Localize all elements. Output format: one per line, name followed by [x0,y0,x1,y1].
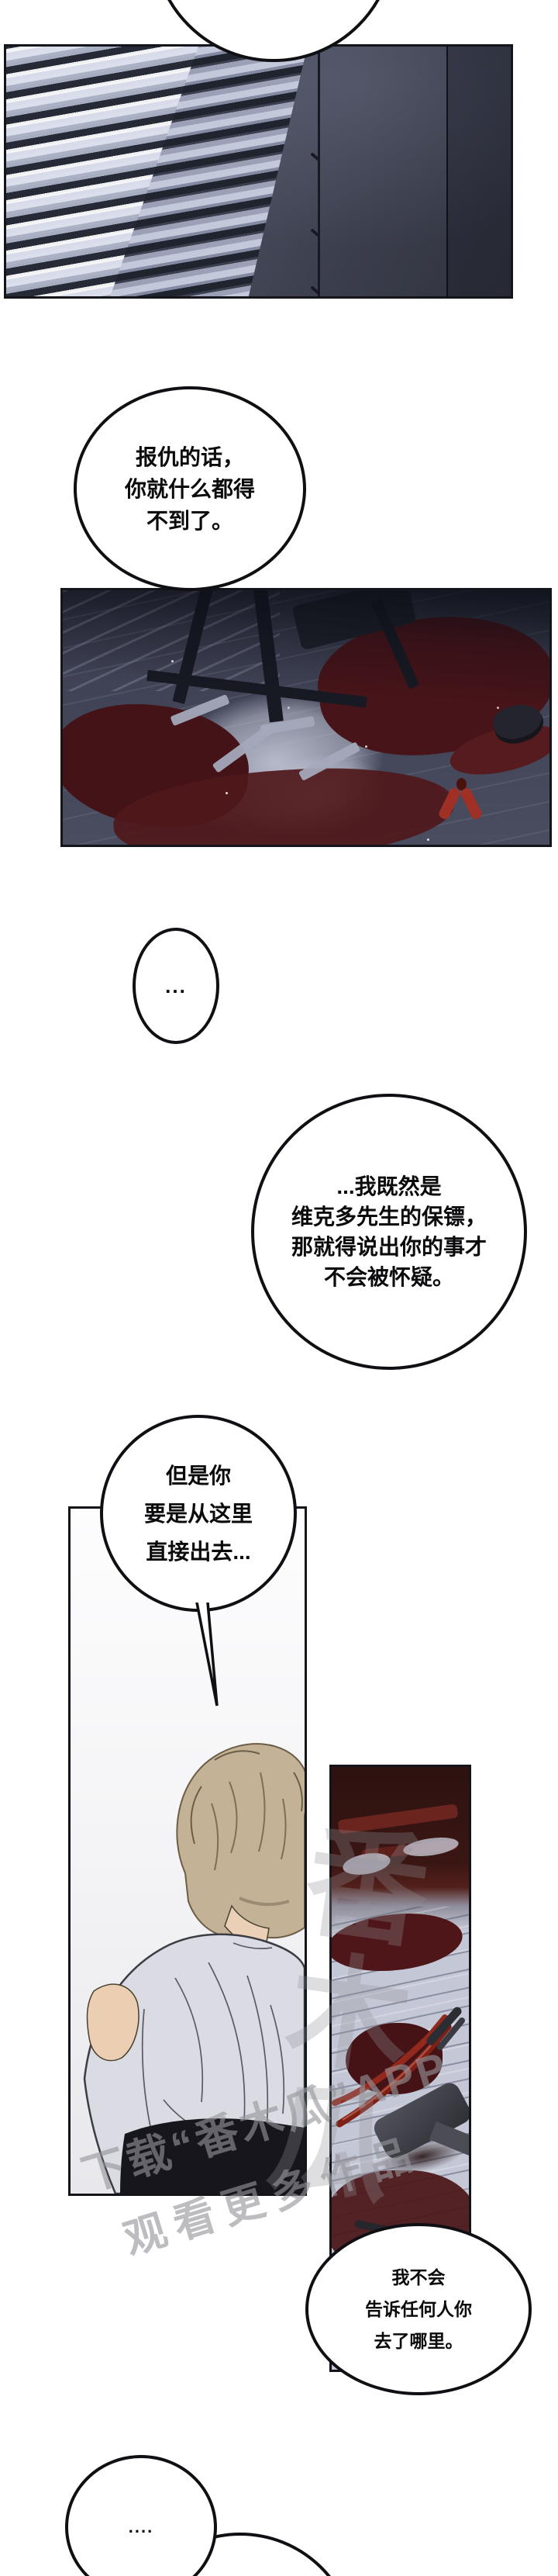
wall-corner-shadow [446,47,511,296]
bubble-line: 直接出去... [146,1539,251,1564]
speech-bubble-ellipsis-bottom: .... [65,2455,217,2576]
red-wire-cutters [332,2007,465,2128]
light-patch [341,1849,392,1879]
shirt-folds [141,1942,285,2143]
bubble-line: 去了哪里。 [374,2330,463,2351]
speech-bubble-but-exit: 但是你 要是从这里 直接出去... [100,1415,297,1612]
bubble-line: 不会被怀疑。 [323,1265,454,1289]
bubble-line: 不到了。 [146,508,233,533]
arm-skin [86,1983,140,2062]
speech-bubble-wont-tell: 我不会 告诉任何人你 去了哪里。 [305,2223,532,2395]
speech-bubble-revenge: 报仇的话， 你就什么都得 不到了。 [74,386,306,591]
bubble-line: ...我既然是 [336,1174,442,1198]
bubble-line: 维克多先生的保镖， [291,1205,487,1229]
pants [120,2118,305,2194]
bubble-line: 你就什么都得 [124,476,255,501]
panel-bloody-floor [60,588,552,847]
bubble-line: 告诉任何人你 [365,2298,472,2319]
person-figure [83,1743,305,2194]
speech-bubble-ellipsis: ... [133,928,219,1044]
blind-cord [318,47,320,296]
bubble-line: 我不会 [391,2267,446,2287]
panel-person-back [68,1506,307,2196]
bubble-line: .... [128,2517,154,2536]
panel-window-blinds [4,44,513,299]
hair [176,1743,305,1939]
speech-bubble-bodyguard: ...我既然是 维克多先生的保镖， 那就得说出你的事才 不会被怀疑。 [251,1094,527,1370]
bubble-line: 但是你 [165,1463,231,1488]
bubble-line: 那就得说出你的事才 [291,1235,487,1259]
blood-streak [337,1803,459,1834]
light-patch [401,1834,460,1859]
speech-bubble-tail [195,1603,219,1706]
bubble-line: 报仇的话， [135,444,244,469]
bubble-line: ... [165,973,187,998]
top-shadow [63,590,549,845]
bubble-line: 要是从这里 [143,1501,253,1526]
